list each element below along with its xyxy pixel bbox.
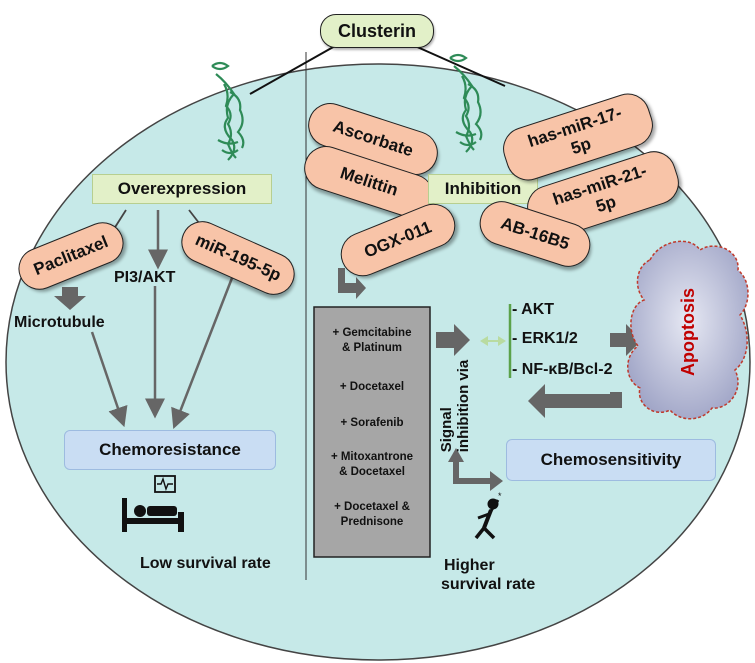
inhibition-label: Inhibition <box>444 179 522 198</box>
clusterin-title: Clusterin <box>320 14 434 48</box>
clusterin-title-text: Clusterin <box>337 20 416 41</box>
title-line-left <box>249 45 336 95</box>
combo-mitoxantrone: + Mitoxantrone & Docetaxel <box>309 450 435 480</box>
arrow-mir195-chemoresistance <box>171 277 234 429</box>
arrow-ogx-to-combos <box>338 268 366 299</box>
higher-survival-line1: Higher <box>444 557 495 574</box>
pathway-erk: - ERK1/2 <box>512 330 578 347</box>
apoptosis-label: Apoptosis <box>678 288 698 376</box>
combination-box <box>313 306 431 558</box>
signal-label-line1: Signal <box>437 407 455 453</box>
ab16b5-label: AB-16B5 <box>498 213 572 254</box>
combo-gemcitabine-line2: & Platinum <box>341 341 403 354</box>
pathway-nfkb: - NF-κB/Bcl-2 <box>512 361 613 378</box>
svg-text:*: * <box>498 491 502 501</box>
signal-label-line2: inhibition via <box>455 359 472 453</box>
title-line-right <box>414 45 506 87</box>
arrow-combos-signal <box>436 324 470 356</box>
arrow-microtubule-chemoresistance <box>90 331 128 428</box>
combo-prednisone-line2: Prednisone <box>340 515 404 528</box>
chemoresistance-label: Chemoresistance <box>99 440 241 459</box>
combo-gemcitabine: + Gemcitabine & Platinum <box>309 326 435 356</box>
arrow-signal-chemosensitivity <box>453 471 503 491</box>
mir21-label-line2: 5p <box>593 191 619 217</box>
microtubule-label: Microtubule <box>14 314 105 331</box>
patient-bed-icon <box>122 475 184 532</box>
green-double-arrow <box>480 336 506 346</box>
chemosensitivity-box: Chemosensitivity <box>506 439 716 481</box>
combo-mitoxantrone-line2: & Docetaxel <box>339 465 405 478</box>
melittin-label: Melittin <box>337 163 401 200</box>
apoptosis-cloud <box>627 240 749 420</box>
overexpression-box: Overexpression <box>92 174 272 204</box>
higher-survival-line2: survival rate <box>441 576 536 594</box>
combo-prednisone: + Docetaxel & Prednisone <box>309 500 435 530</box>
pi3akt-label: PI3/AKT <box>114 269 176 286</box>
arrow-paclitaxel-microtubule <box>54 287 86 310</box>
pathway-akt: - AKT <box>512 301 555 318</box>
combo-mitoxantrone-line1: + Mitoxantrone <box>330 451 414 463</box>
higher-survival-label: Higher survival rate <box>441 556 535 594</box>
protein-structure-right-icon <box>449 53 483 153</box>
chemosensitivity-label: Chemosensitivity <box>540 450 682 469</box>
combo-sorafenib-line1: + Sorafenib <box>340 417 404 429</box>
combo-sorafenib: + Sorafenib <box>309 416 435 431</box>
chemoresistance-box: Chemoresistance <box>64 430 276 470</box>
combo-docetaxel-line1: + Docetaxel <box>339 381 405 393</box>
low-survival-label: Low survival rate <box>140 555 271 572</box>
overexpression-label: Overexpression <box>117 179 247 198</box>
signal-inhibition-label: Signal inhibition via <box>437 322 473 453</box>
mir17-label-line2: 5p <box>568 133 594 159</box>
protein-structure-left-icon <box>211 61 245 161</box>
combo-prednisone-line1: + Docetaxel & <box>334 501 410 513</box>
combo-gemcitabine-line1: + Gemcitabine <box>332 327 412 339</box>
arrow-signal-up <box>448 448 464 478</box>
combo-docetaxel: + Docetaxel <box>309 380 435 395</box>
running-person-icon: * <box>474 491 502 540</box>
